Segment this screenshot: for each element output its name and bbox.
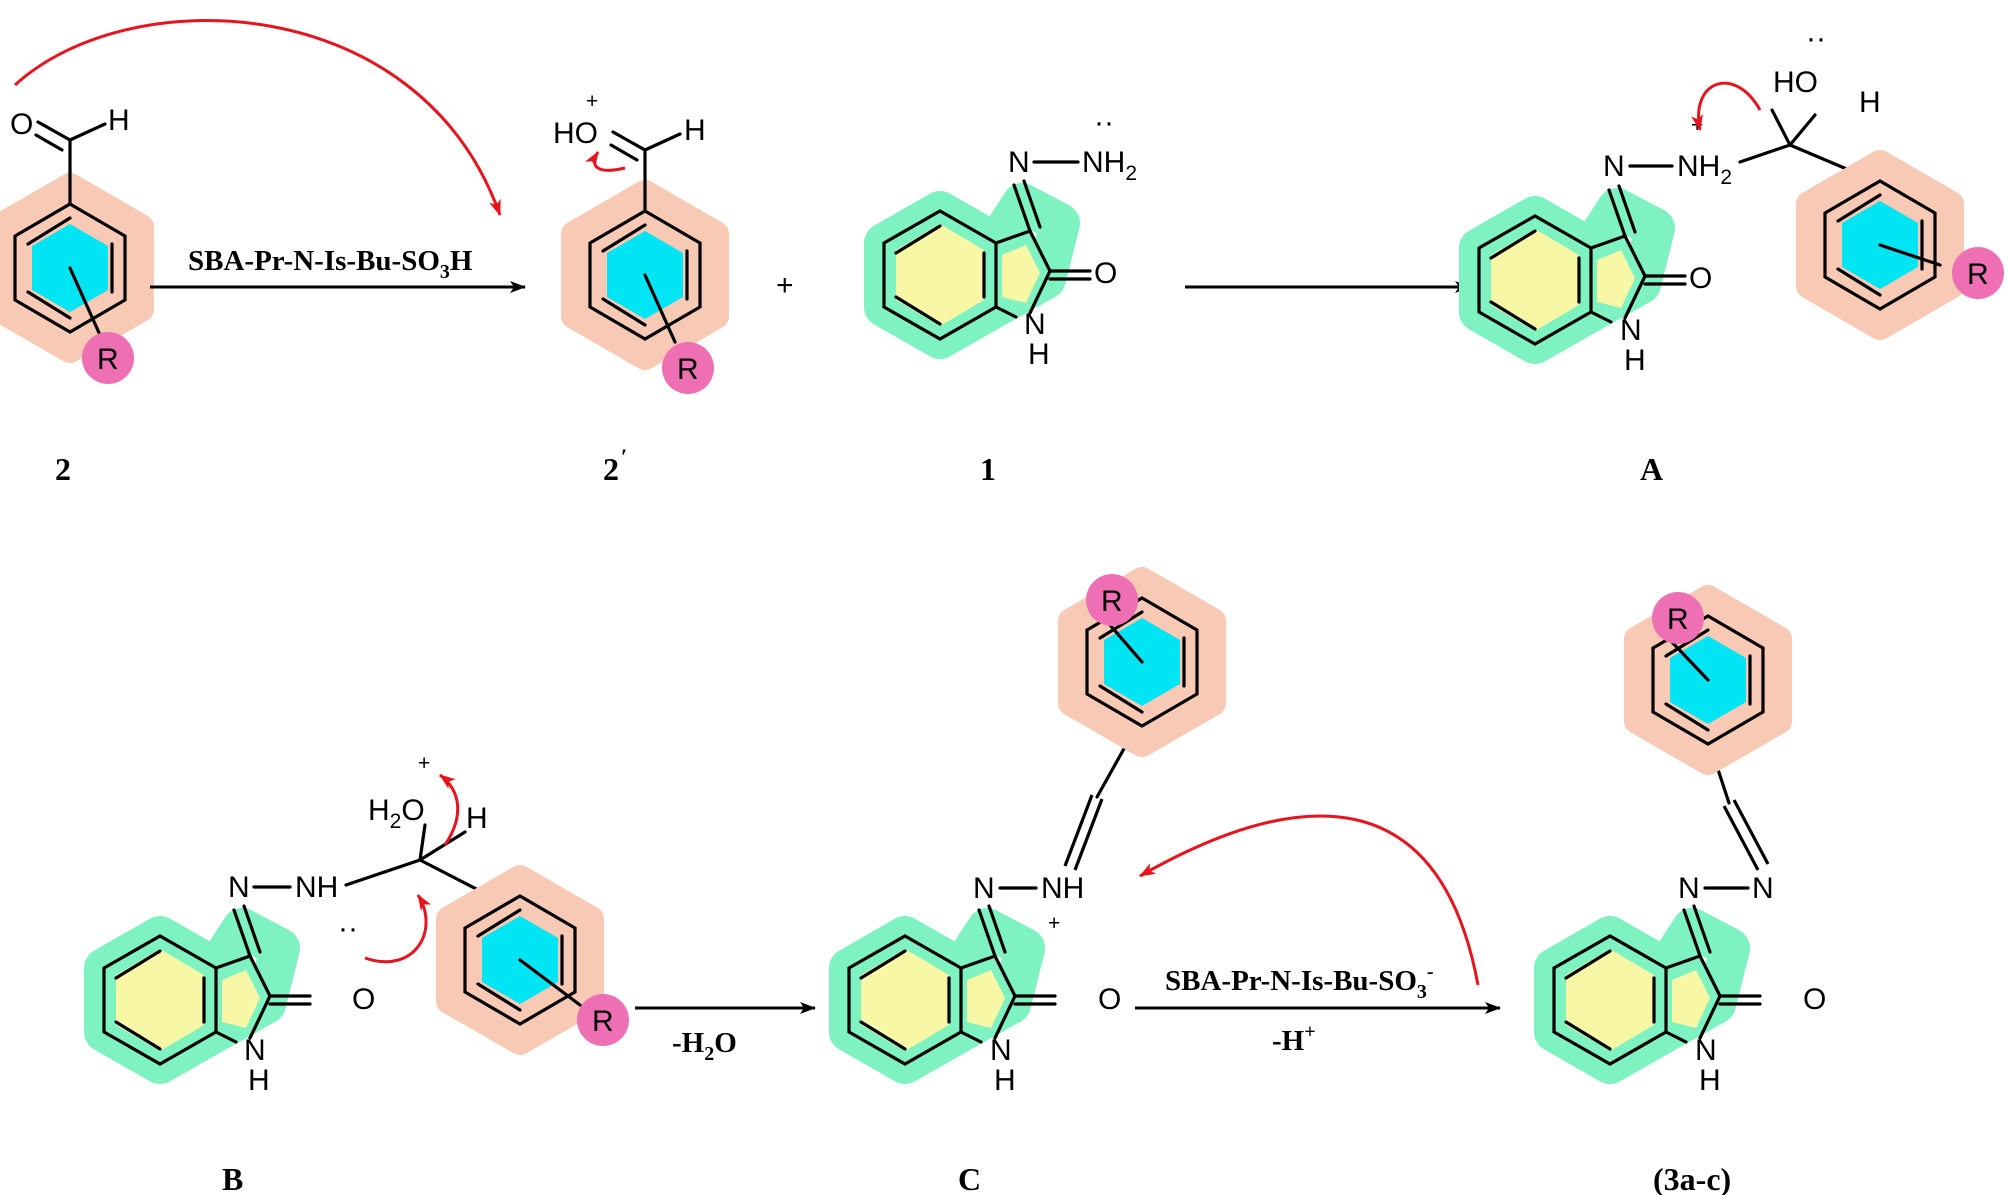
deprotonation-label: -H+ — [1272, 1021, 1316, 1057]
atom-h: H — [1624, 344, 1646, 377]
atom-n: N — [1695, 1034, 1717, 1067]
atom-h: H — [1699, 1064, 1721, 1097]
atom-n: N — [1678, 872, 1700, 905]
atom-h2o-plus: H2O — [368, 794, 425, 833]
label-compound-2: 2 — [55, 451, 71, 487]
atom-r: R — [592, 1005, 614, 1038]
atom-h: H — [108, 104, 130, 137]
charge-plus: + — [1048, 912, 1060, 935]
dehydration-label: -H2O — [672, 1027, 737, 1065]
label-intermediate-b: B — [222, 1161, 243, 1195]
atom-r: R — [97, 343, 119, 376]
curved-arrow-icon — [13, 19, 502, 216]
atom-o: O — [1098, 983, 1121, 1016]
compound-1-hydrazone: N NH2 ·· O N H 1 — [884, 106, 1137, 487]
atom-h: H — [1028, 338, 1050, 371]
r-group-circle — [1086, 574, 1138, 626]
compound-2-prime-protonated: HO + H R 2′ — [553, 90, 716, 487]
atom-n: N — [1620, 314, 1642, 347]
atom-ho: HO — [1773, 66, 1818, 99]
atom-nh2-plus: NH2 — [1677, 150, 1732, 189]
atom-nh-plus: NH — [1041, 872, 1084, 905]
atom-n: N — [1752, 872, 1774, 905]
atom-n: N — [1024, 308, 1046, 341]
product-3a-c: N N R O N H (3a-c) — [1554, 592, 1826, 1195]
r-group-circle — [577, 994, 629, 1046]
atom-nh: NH — [295, 871, 338, 904]
curved-arrow-icon — [364, 894, 432, 964]
lone-pair: ·· — [338, 912, 358, 945]
atom-r: R — [677, 353, 699, 386]
atom-o: O — [352, 983, 375, 1016]
r-group-circle — [1952, 247, 2004, 299]
atom-ho-plus: HO — [553, 117, 598, 150]
atom-nh2: NH2 — [1082, 146, 1137, 185]
atom-o: O — [10, 108, 33, 141]
r-group-circle — [662, 342, 714, 394]
curved-arrow-icon — [1691, 81, 1762, 131]
atom-h: H — [994, 1064, 1016, 1097]
atom-h: H — [248, 1064, 270, 1097]
atom-r: R — [1967, 258, 1989, 291]
atom-h: H — [466, 802, 488, 835]
label-intermediate-c: C — [958, 1161, 981, 1195]
charge-plus: + — [586, 90, 598, 113]
atom-n: N — [1008, 146, 1030, 179]
curved-arrow-icon — [439, 773, 460, 846]
compound-2-aldehyde: O H R 2 — [0, 104, 141, 487]
atom-h: H — [1859, 86, 1881, 119]
curved-arrow-icon — [585, 151, 626, 172]
reaction-arrow-step4: SBA-Pr-N-Is-Bu-SO3- -H+ — [1135, 814, 1501, 1057]
catalyst-acid-label: SBA-Pr-N-Is-Bu-SO3H — [188, 245, 473, 283]
label-compound-2-prime: 2′ — [603, 444, 627, 487]
label-intermediate-a: A — [1640, 451, 1663, 487]
charge-plus: + — [418, 752, 430, 775]
catalyst-base-label: SBA-Pr-N-Is-Bu-SO3- — [1165, 961, 1434, 1003]
atom-n: N — [228, 871, 250, 904]
atom-n: N — [244, 1034, 266, 1067]
lone-pair: ·· — [1806, 22, 1826, 55]
lone-pair: ·· — [1094, 106, 1114, 139]
intermediate-c: N NH + R O N H C — [849, 574, 1213, 1195]
r-group-circle — [82, 332, 134, 384]
intermediate-b: N NH ·· H2O + H R O N H B — [104, 752, 629, 1195]
label-compound-1: 1 — [980, 451, 996, 487]
intermediate-a: N NH2 + HO ·· H R O N H A — [1479, 22, 2004, 487]
curved-arrow-icon — [1139, 814, 1480, 986]
plus-sign: + — [776, 269, 794, 302]
atom-o: O — [1689, 262, 1712, 295]
atom-r: R — [1101, 585, 1123, 618]
reaction-arrow-step3: -H2O — [635, 1002, 816, 1065]
r-group-circle — [1652, 592, 1704, 644]
atom-n: N — [973, 872, 995, 905]
label-product-3a-c: (3a-c) — [1653, 1161, 1731, 1195]
atom-h: H — [684, 114, 706, 147]
atom-o: O — [1094, 257, 1117, 290]
atom-n: N — [1603, 150, 1625, 183]
atom-n: N — [990, 1034, 1012, 1067]
reaction-arrow-step1: SBA-Pr-N-Is-Bu-SO3H — [150, 245, 526, 293]
atom-r: R — [1667, 603, 1689, 636]
atom-o: O — [1803, 983, 1826, 1016]
